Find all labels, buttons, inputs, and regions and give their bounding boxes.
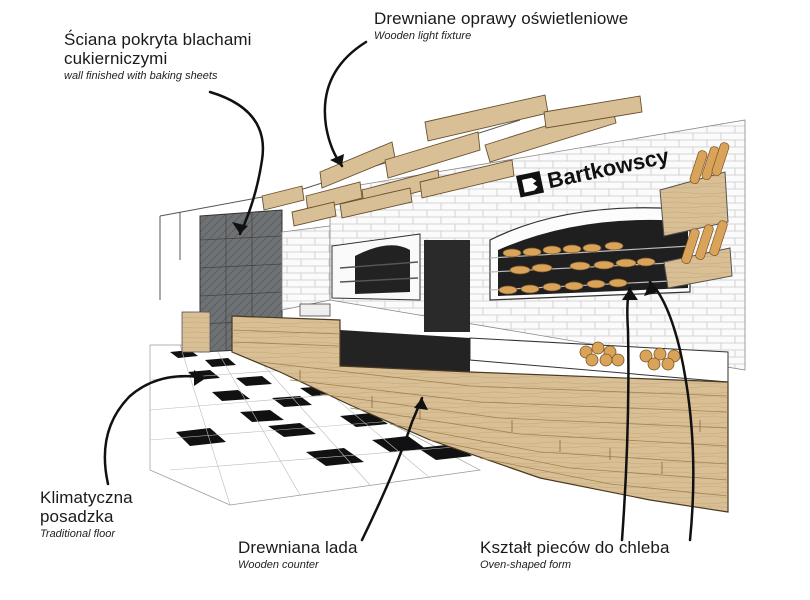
- wooden-light-fixtures: [261, 94, 643, 227]
- label-wall-en: wall finished with baking sheets: [64, 70, 218, 83]
- shop-window: [331, 233, 470, 332]
- glass-counter: [340, 330, 729, 383]
- label-floor-pl-2: posadzka: [40, 507, 114, 527]
- arrow-oven: [620, 286, 632, 542]
- oven-display: [489, 207, 691, 301]
- label-floor: Klimatyczna posadzka Traditional floor: [40, 488, 200, 540]
- wooden-counter: [231, 303, 729, 513]
- arrow-oven-2: [648, 280, 695, 542]
- bread-baskets: [659, 142, 733, 289]
- label-light-en: Wooden light fixture: [374, 30, 472, 43]
- label-oven: Kształt pieców do chleba Oven-shaped for…: [480, 538, 700, 571]
- arrow-light: [323, 40, 368, 168]
- label-wall-pl-1: Ściana pokryta blachami: [64, 30, 252, 49]
- label-floor-en: Traditional floor: [40, 528, 115, 541]
- arrow-floor: [103, 374, 208, 486]
- label-wall-pl-2: cukierniczymi: [64, 49, 168, 69]
- arrowheads: [194, 154, 658, 410]
- label-light: Drewniane oprawy oświetleniowe Wooden li…: [374, 9, 674, 42]
- label-oven-pl: Kształt pieców do chleba: [480, 538, 670, 557]
- label-counter: Drewniana lada Wooden counter: [238, 538, 418, 571]
- label-counter-pl: Drewniana lada: [238, 538, 358, 557]
- arrow-wall: [208, 90, 265, 236]
- label-light-pl: Drewniane oprawy oświetleniowe: [374, 9, 629, 28]
- label-wall: Ściana pokryta blachami cukierniczymi wa…: [64, 30, 304, 82]
- label-floor-pl-1: Klimatyczna: [40, 488, 133, 507]
- label-counter-en: Wooden counter: [238, 559, 319, 572]
- label-oven-en: Oven-shaped form: [480, 559, 572, 572]
